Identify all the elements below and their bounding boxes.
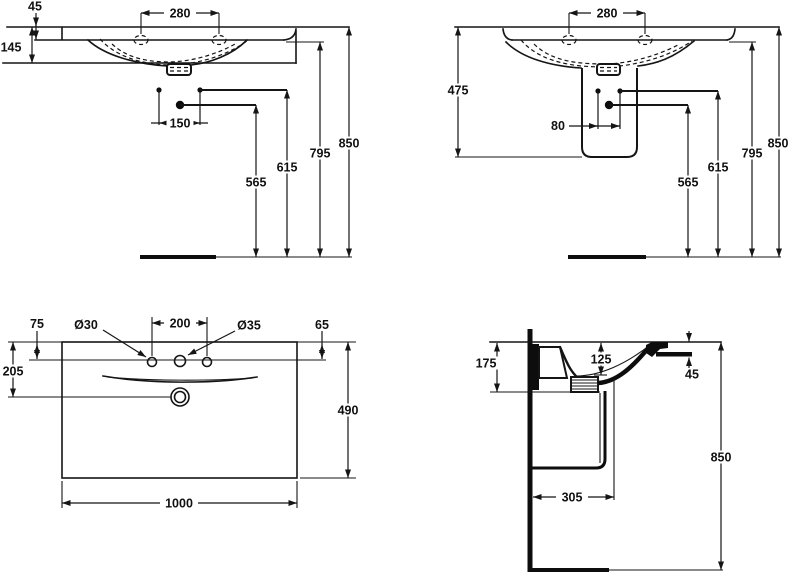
wall-and-floor: [527, 329, 723, 572]
dim-v2-850: 850: [765, 27, 790, 257]
shroud-section: [490, 391, 607, 470]
dim-label: 150: [170, 117, 191, 131]
bowl-underside-curve: [597, 345, 651, 386]
washbasin-outline: [8, 341, 356, 479]
dim-label: 850: [711, 451, 732, 465]
bowl-inner-hidden-edge: [533, 43, 679, 65]
dim-v3-dia30: Ø30: [74, 318, 147, 358]
bowl-inner-surface: [575, 344, 651, 377]
dim-label: 475: [448, 84, 469, 98]
dim-label: 565: [678, 176, 699, 190]
dim-label: 565: [246, 176, 267, 190]
bowl-right-curve: [637, 39, 696, 67]
dim-v2-795: 795: [729, 41, 766, 257]
washbasin-outline: [454, 26, 780, 158]
dim-label: Ø30: [74, 318, 98, 332]
dim-v4-175: 175: [473, 343, 500, 392]
dim-label: 125: [591, 353, 612, 367]
dim-label: 280: [170, 7, 191, 21]
dim-v4-125: 125: [587, 343, 615, 375]
front-view-wall-hung: 45 280 145 150 565: [1, 0, 363, 259]
dim-v1-45: 45: [28, 0, 42, 40]
front-rim-lip: [646, 342, 668, 357]
dim-v2-280: 280: [568, 6, 646, 34]
dim-v3-dia35: Ø35: [187, 319, 261, 356]
dim-v3-75: 75: [30, 317, 44, 359]
dim-label: 175: [476, 357, 497, 371]
dim-label: 280: [597, 7, 618, 21]
dim-label: 145: [1, 41, 22, 55]
bowl-left-curve: [86, 38, 168, 67]
dim-label: 795: [310, 147, 331, 161]
dim-v1-150: 150: [151, 116, 208, 131]
bowl-rim-hidden-edge: [520, 39, 693, 68]
rim-underside-edge: [656, 352, 692, 357]
dim-label: 65: [315, 318, 329, 332]
tap-deck-section: [538, 346, 569, 379]
dim-v2-80: 80: [551, 119, 620, 133]
dim-label: 200: [170, 317, 191, 331]
waste-outlet: [166, 63, 192, 76]
dim-label: 490: [338, 404, 359, 418]
side-section-view: 175 125 45 305 850: [473, 329, 735, 572]
bowl-left-curve: [504, 40, 582, 69]
bowl-inner-hidden-edge: [111, 43, 236, 63]
dim-v1-280: 280: [140, 6, 220, 34]
dim-label: 795: [742, 147, 763, 161]
dim-label: 45: [685, 368, 699, 382]
dim-v2-615: 615: [704, 91, 732, 257]
basin-plan-body: [61, 341, 298, 479]
dim-v1-615: 615: [273, 90, 301, 257]
dim-label: Ø35: [237, 319, 261, 333]
dim-v4-850: 850: [707, 342, 735, 570]
dim-label: 305: [562, 491, 583, 505]
dim-label: 80: [551, 119, 565, 133]
tap-hole-center: [173, 354, 187, 368]
dim-label: 45: [28, 0, 42, 14]
dim-v2-475: 475: [444, 27, 582, 158]
tap-hole-left: [146, 356, 158, 368]
dim-v1-145: 145: [1, 27, 35, 63]
bowl-right-curve: [190, 38, 249, 66]
dim-label: 850: [339, 137, 360, 151]
dim-v4-45: 45: [685, 331, 699, 382]
dim-v4-305: 305: [533, 377, 615, 505]
dim-v3-205: 205: [0, 342, 27, 397]
dim-v2-565: 565: [674, 105, 702, 257]
dim-v1-850: 850: [335, 27, 363, 257]
dim-label: 615: [708, 161, 729, 175]
waste-fitting: [570, 376, 599, 393]
dim-v3-65: 65: [315, 318, 329, 359]
tap-hole-left: [133, 34, 149, 46]
tap-hole-left: [561, 34, 577, 46]
tap-hole-right: [211, 34, 227, 46]
basin-section: [489, 341, 722, 470]
dim-label: 205: [3, 365, 24, 379]
front-view-semi-pedestal: 280 475 80 565 615: [444, 6, 790, 259]
fixing-points: [595, 88, 718, 129]
wall-bracket: [532, 344, 539, 390]
plan-view: 75 Ø30 200 Ø35 65: [0, 316, 362, 511]
tap-hole-right: [201, 356, 213, 368]
washbasin-outline: [2, 26, 350, 76]
dim-v1-795: 795: [286, 41, 334, 257]
dim-v3-1000: 1000: [61, 481, 298, 511]
fixing-points: [156, 87, 287, 125]
drain-inner: [173, 390, 187, 404]
dim-label: 1000: [165, 497, 193, 511]
semi-pedestal: [581, 68, 638, 158]
bowl-rim-hidden-edge: [99, 38, 249, 66]
tap-hole-right: [637, 34, 653, 46]
drain-outer: [170, 387, 190, 407]
dim-label: 615: [277, 161, 298, 175]
dim-v3-490: 490: [300, 342, 362, 479]
dim-label: 850: [768, 137, 789, 151]
dim-v1-565: 565: [242, 105, 270, 257]
waste-outlet: [596, 63, 621, 76]
dim-label: 75: [30, 317, 44, 331]
dim-v3-200: 200: [151, 316, 208, 356]
